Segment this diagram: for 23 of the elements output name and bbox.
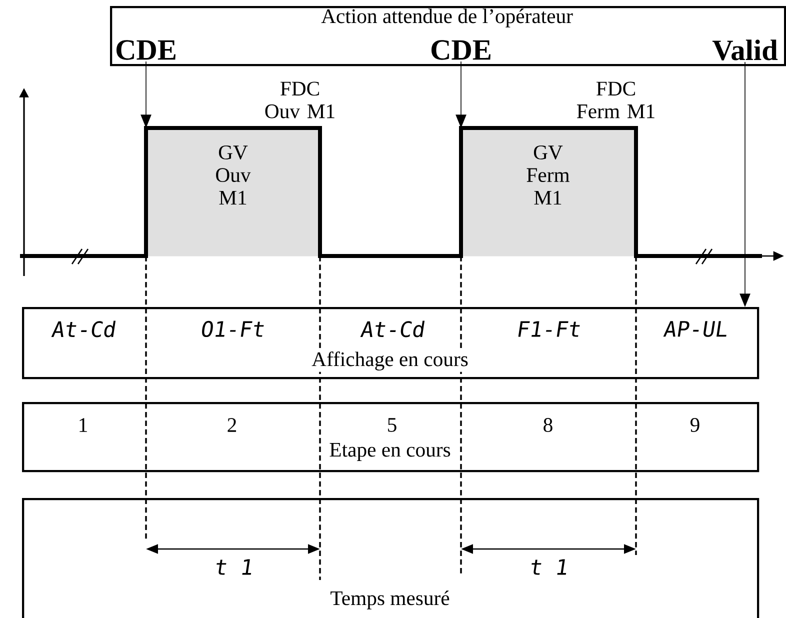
duration-label: t 1 — [532, 559, 566, 575]
step-number: 1 — [80, 418, 87, 432]
bar-caption: Affichage en cours — [310, 350, 470, 372]
step-number: 2 — [228, 418, 236, 432]
bar-caption: Temps mesuré — [330, 590, 450, 610]
command-label: CDE — [431, 40, 490, 60]
step-number: 5 — [388, 418, 396, 432]
display-value: At-Cd — [51, 320, 116, 338]
limit-switch-label: FDC Ferm M1 — [576, 82, 654, 118]
limit-switch-label: FDC Ouv M1 — [265, 82, 334, 118]
display-value: O1-Ft — [202, 320, 264, 338]
step-number: 8 — [544, 418, 552, 432]
duration-label: t 1 — [216, 559, 252, 575]
bar-caption: Etape en cours — [328, 442, 452, 462]
pulse-label: GV Ferm M1 — [526, 146, 570, 204]
command-label: Valid — [712, 40, 778, 60]
display-value: AP-UL — [663, 321, 726, 337]
box-title: Action attendue de l’opérateur — [321, 8, 573, 28]
display-value: F1-Ft — [518, 321, 580, 337]
display-value: At-Cd — [360, 320, 425, 338]
step-number: 9 — [690, 418, 700, 432]
pulse-label: GV Ouv M1 — [216, 146, 251, 204]
command-label: CDE — [116, 40, 176, 60]
